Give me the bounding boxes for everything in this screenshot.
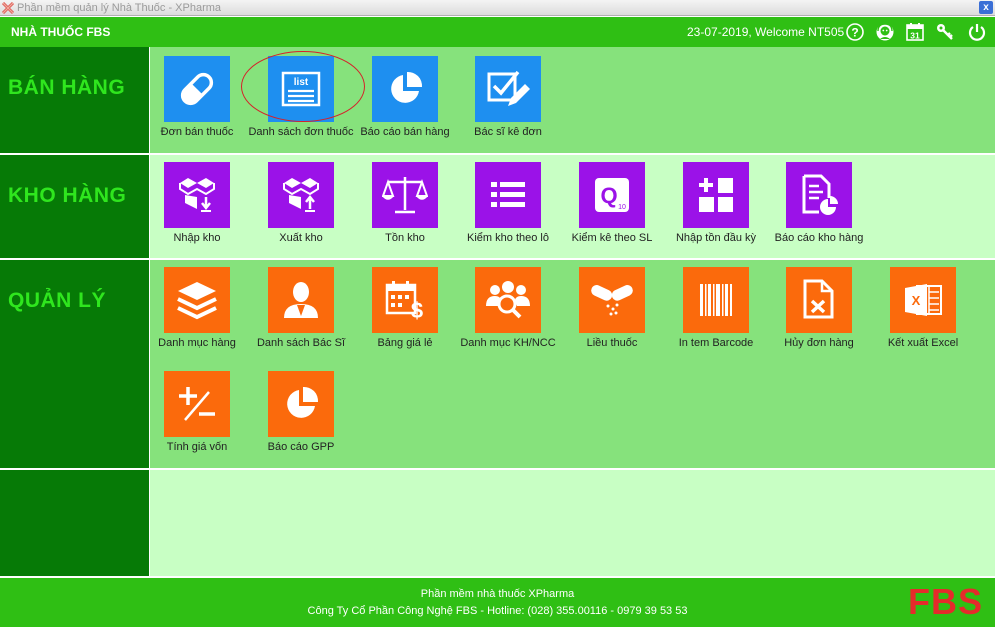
help-icon[interactable]: ? bbox=[845, 22, 865, 42]
key-icon[interactable] bbox=[935, 22, 955, 42]
tile-label: Kiểm kê theo SL bbox=[571, 232, 653, 244]
capsule-dose-icon bbox=[591, 285, 633, 316]
cancel-doc-icon bbox=[803, 279, 834, 319]
tile-label: Báo cáo GPP bbox=[267, 441, 335, 453]
footer-company: Công Ty Cổ Phần Công Nghệ FBS - Hotline:… bbox=[307, 605, 688, 617]
svg-text:10: 10 bbox=[618, 204, 626, 211]
tile-label: Xuất kho bbox=[279, 232, 323, 244]
plus-minus-icon bbox=[179, 387, 215, 421]
box-export-icon bbox=[283, 178, 319, 212]
section-management: QUẢN LÝ Danh mục hàng Danh bbox=[0, 260, 995, 468]
section-sales: BÁN HÀNG Đơn bán thuốc list bbox=[0, 47, 995, 153]
section-management-title: QUẢN LÝ bbox=[8, 289, 106, 312]
customer-search-icon bbox=[486, 281, 530, 319]
window-titlebar: Phần mềm quản lý Nhà Thuốc - XPharma x bbox=[0, 0, 995, 16]
tile-label: Kiểm kho theo lô bbox=[467, 232, 549, 244]
tile-label: Báo cáo kho hàng bbox=[774, 232, 864, 244]
highlight-ellipse bbox=[241, 51, 365, 122]
section-management-main: Danh mục hàng Danh sách Bác Sĩ bbox=[150, 260, 995, 468]
section-warehouse-main: Nhập kho Xuất kho bbox=[150, 155, 995, 258]
doctor-icon bbox=[284, 282, 318, 318]
tile-label: Nhập kho bbox=[173, 232, 221, 244]
power-icon[interactable] bbox=[967, 22, 987, 42]
price-calendar-icon: $ bbox=[385, 281, 423, 321]
section-divider bbox=[0, 258, 995, 260]
tile-label: In tem Barcode bbox=[678, 337, 754, 349]
pie-chart-icon bbox=[287, 386, 319, 418]
app-icon bbox=[2, 2, 14, 14]
grid-plus-icon bbox=[699, 178, 733, 212]
excel-icon: X bbox=[905, 284, 942, 316]
tile-label: Đơn bán thuốc bbox=[160, 126, 234, 138]
section-sales-title: BÁN HÀNG bbox=[8, 76, 126, 99]
tile-label: Kết xuất Excel bbox=[887, 337, 959, 349]
tile-label: Danh sách Bác Sĩ bbox=[256, 337, 346, 349]
brand-name: NHÀ THUỐC FBS bbox=[11, 25, 111, 39]
tile-label: Danh mục KH/NCC bbox=[460, 337, 556, 349]
q-count-icon: Q 10 bbox=[595, 178, 629, 212]
pie-chart-icon bbox=[391, 71, 423, 103]
svg-text:?: ? bbox=[851, 26, 858, 40]
tile-label: Liều thuốc bbox=[586, 337, 638, 349]
svg-text:X: X bbox=[912, 293, 921, 308]
tile-label: Danh mục hàng bbox=[158, 337, 236, 349]
section-management-sidebar: QUẢN LÝ bbox=[0, 260, 149, 468]
app-footer: Phần mềm nhà thuốc XPharma Công Ty Cổ Ph… bbox=[0, 578, 995, 627]
section-divider bbox=[0, 576, 995, 578]
pill-icon bbox=[180, 72, 214, 106]
calendar-day: 31 bbox=[910, 31, 920, 41]
fbs-logo: FBS bbox=[908, 581, 983, 622]
window-title: Phần mềm quản lý Nhà Thuốc - XPharma bbox=[17, 2, 222, 14]
window-close-button[interactable]: x bbox=[979, 1, 993, 14]
box-import-icon bbox=[179, 178, 215, 212]
report-chart-icon bbox=[802, 174, 838, 215]
section-sales-sidebar: BÁN HÀNG bbox=[0, 47, 149, 153]
svg-text:Q: Q bbox=[600, 183, 617, 208]
support-agent-icon[interactable] bbox=[875, 22, 895, 42]
app-header: NHÀ THUỐC FBS 23-07-2019, Welcome NT505 … bbox=[0, 17, 995, 47]
welcome-text: 23-07-2019, Welcome NT505 bbox=[687, 25, 845, 39]
section-empty-sidebar bbox=[0, 470, 149, 576]
section-empty bbox=[0, 470, 995, 576]
section-divider bbox=[0, 468, 995, 470]
list-bullets-icon bbox=[491, 182, 525, 207]
tile-label: Báo cáo bán hàng bbox=[360, 126, 450, 138]
checklist-edit-icon bbox=[487, 70, 530, 106]
section-warehouse-title: KHO HÀNG bbox=[8, 184, 127, 207]
svg-text:$: $ bbox=[411, 298, 423, 321]
scale-icon bbox=[382, 177, 428, 214]
section-divider bbox=[0, 153, 995, 155]
tile-label: Nhập tồn đầu kỳ bbox=[675, 232, 757, 244]
section-warehouse: KHO HÀNG Nhập kho bbox=[0, 155, 995, 258]
footer-product: Phần mềm nhà thuốc XPharma bbox=[420, 588, 575, 600]
tile-label: Danh sách đơn thuốc bbox=[248, 126, 354, 138]
layers-icon bbox=[177, 282, 217, 320]
tile-label: Bảng giá lẻ bbox=[377, 337, 433, 349]
section-warehouse-sidebar: KHO HÀNG bbox=[0, 155, 149, 258]
section-empty-main bbox=[150, 470, 995, 576]
tile-label: Hủy đơn hàng bbox=[784, 337, 854, 349]
tile-label: Bác sĩ kê đơn bbox=[474, 126, 542, 138]
tile-label: Tính giá vốn bbox=[166, 441, 228, 453]
calendar-icon[interactable]: 31 bbox=[905, 22, 925, 42]
barcode-icon bbox=[700, 284, 732, 316]
tile-label: Tồn kho bbox=[385, 232, 425, 244]
